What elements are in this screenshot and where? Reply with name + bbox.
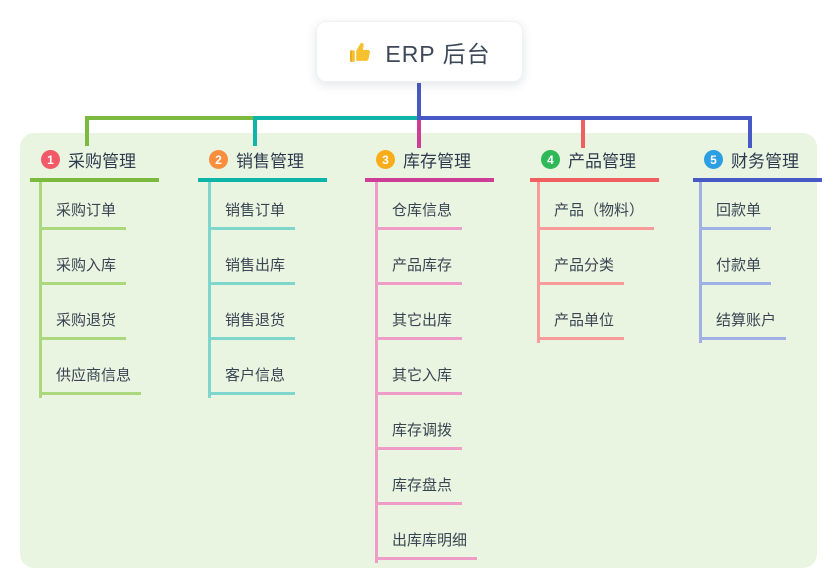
branch-label: 财务管理 bbox=[731, 152, 799, 171]
child-node[interactable]: 客户信息 bbox=[208, 366, 296, 395]
branch-node-sales[interactable]: 2 销售管理 bbox=[198, 147, 327, 182]
branch-label: 库存管理 bbox=[403, 152, 471, 171]
child-node[interactable]: 结算账户 bbox=[699, 311, 787, 340]
connector-stub-branch-2 bbox=[253, 116, 257, 146]
branch-node-product[interactable]: 4 产品管理 bbox=[530, 147, 659, 182]
child-node[interactable]: 产品分类 bbox=[537, 256, 625, 285]
child-node[interactable]: 采购订单 bbox=[39, 201, 127, 230]
branch-2-trunk-line bbox=[208, 180, 211, 398]
child-node[interactable]: 产品（物料） bbox=[537, 201, 655, 230]
branch-4-trunk-line bbox=[537, 180, 540, 343]
child-node[interactable]: 回款单 bbox=[699, 201, 772, 230]
branch-number-badge: 4 bbox=[541, 150, 560, 169]
child-node[interactable]: 出库库明细 bbox=[375, 531, 478, 560]
child-node[interactable]: 供应商信息 bbox=[39, 366, 142, 395]
child-node[interactable]: 销售出库 bbox=[208, 256, 296, 285]
branch-number-badge: 3 bbox=[376, 150, 395, 169]
thumbs-up-icon bbox=[348, 39, 374, 65]
child-node[interactable]: 采购入库 bbox=[39, 256, 127, 285]
child-node[interactable]: 采购退货 bbox=[39, 311, 127, 340]
connector-corridor-blue bbox=[417, 116, 752, 120]
child-node[interactable]: 付款单 bbox=[699, 256, 772, 285]
root-node-title: ERP 后台 bbox=[385, 40, 491, 67]
child-node[interactable]: 其它出库 bbox=[375, 311, 463, 340]
branch-number-badge: 5 bbox=[704, 150, 723, 169]
connector-corridor-teal bbox=[253, 116, 419, 120]
child-node[interactable]: 产品库存 bbox=[375, 256, 463, 285]
branch-label: 采购管理 bbox=[68, 152, 136, 171]
branch-5-trunk-line bbox=[699, 180, 702, 343]
mindmap-background-panel bbox=[20, 133, 817, 568]
connector-stub-branch-1 bbox=[85, 116, 89, 146]
child-node[interactable]: 销售订单 bbox=[208, 201, 296, 230]
branch-node-procurement[interactable]: 1 采购管理 bbox=[30, 147, 159, 182]
connector-root-stem bbox=[417, 83, 421, 116]
child-node[interactable]: 仓库信息 bbox=[375, 201, 463, 230]
connector-stub-branch-5 bbox=[748, 116, 752, 148]
branch-label: 销售管理 bbox=[236, 152, 304, 171]
child-node[interactable]: 其它入库 bbox=[375, 366, 463, 395]
connector-corridor-green bbox=[85, 116, 255, 120]
connector-stub-branch-3 bbox=[417, 120, 421, 148]
branch-1-trunk-line bbox=[39, 180, 42, 398]
child-node[interactable]: 库存盘点 bbox=[375, 476, 463, 505]
root-node[interactable]: ERP 后台 bbox=[316, 21, 523, 82]
branch-number-badge: 1 bbox=[41, 150, 60, 169]
branch-number-badge: 2 bbox=[209, 150, 228, 169]
child-node[interactable]: 销售退货 bbox=[208, 311, 296, 340]
child-node[interactable]: 产品单位 bbox=[537, 311, 625, 340]
branch-node-inventory[interactable]: 3 库存管理 bbox=[365, 147, 494, 182]
connector-stub-branch-4 bbox=[581, 120, 585, 148]
branch-label: 产品管理 bbox=[568, 152, 636, 171]
branch-3-trunk-line bbox=[375, 180, 378, 563]
branch-node-finance[interactable]: 5 财务管理 bbox=[693, 147, 822, 182]
child-node[interactable]: 库存调拨 bbox=[375, 421, 463, 450]
